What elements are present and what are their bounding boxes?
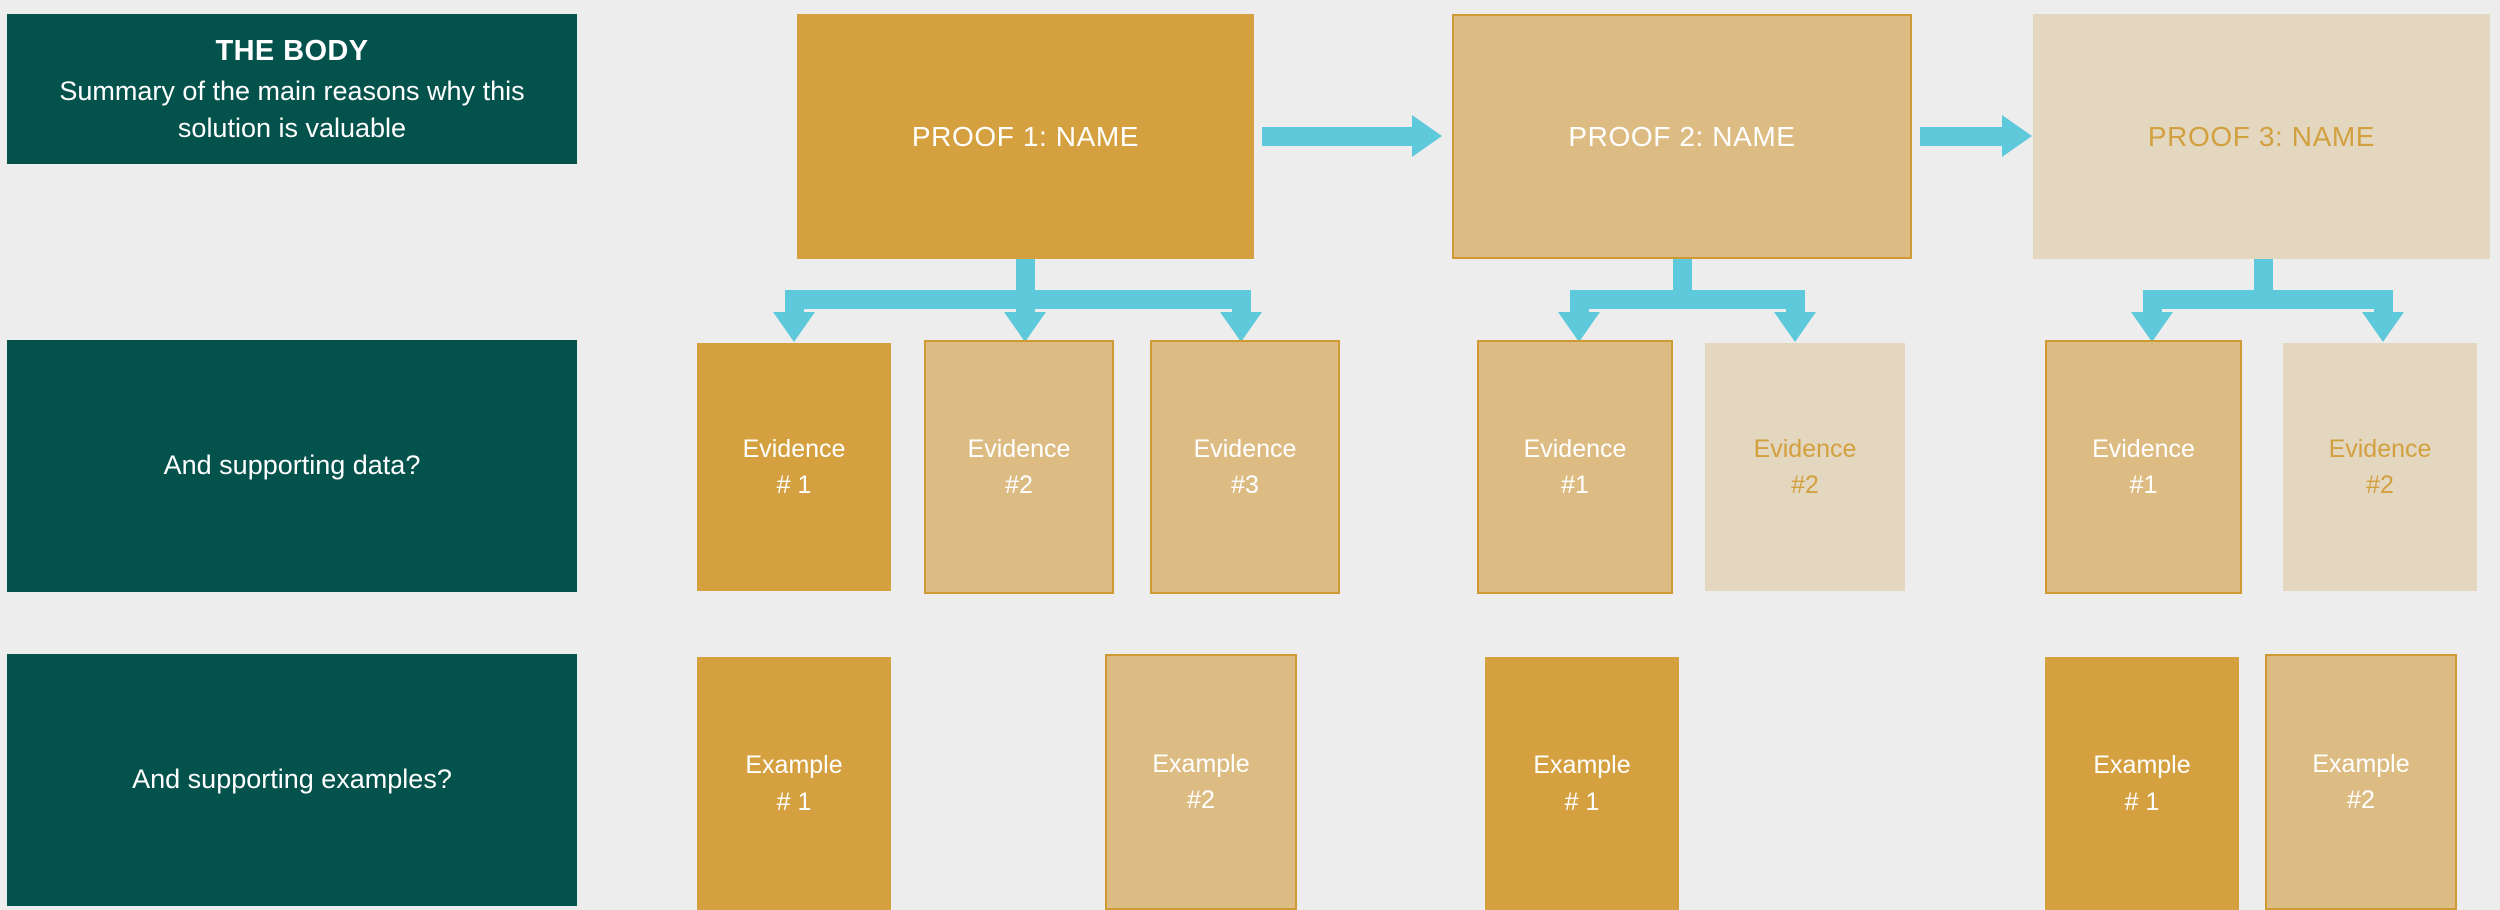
body-line-2: solution is valuable — [177, 113, 407, 143]
arrow-down-icon-3b — [2362, 312, 2404, 342]
row-label-examples-text: And supporting examples? — [106, 761, 478, 798]
evidence-p3-e1-line2: #1 — [2129, 471, 2158, 499]
example-card-p1-x2[interactable]: Example #2 — [1105, 654, 1297, 910]
example-p3-x2-line2: #2 — [2347, 786, 2375, 814]
evidence-p1-e2-line1: Evidence — [967, 434, 1071, 463]
branch-drop-1c — [1232, 290, 1251, 316]
evidence-card-p3-e2[interactable]: Evidence #2 — [2283, 343, 2477, 591]
example-p2-x1-text: Example # 1 — [1533, 747, 1630, 820]
evidence-p1-e2-line2: #2 — [1005, 471, 1033, 499]
evidence-p3-e2-text: Evidence #2 — [2329, 431, 2432, 504]
example-card-p2-x1[interactable]: Example # 1 — [1485, 657, 1679, 910]
branch-stem-1 — [1016, 259, 1035, 299]
evidence-p3-e2-line2: #2 — [2366, 471, 2394, 499]
evidence-p3-e1-text: Evidence #1 — [2092, 431, 2195, 504]
example-p1-x1-line2: # 1 — [776, 787, 812, 816]
evidence-p2-e1-text: Evidence #1 — [1524, 431, 1627, 504]
row-label-supporting-examples: And supporting examples? — [7, 654, 577, 906]
row-label-supporting-data: And supporting data? — [7, 340, 577, 592]
row-label-body-text: THE BODY Summary of the main reasons why… — [33, 31, 550, 148]
supporting-data-label: And supporting data? — [163, 450, 421, 481]
evidence-p1-e1-text: Evidence # 1 — [743, 431, 846, 504]
example-p3-x2-text: Example #2 — [2312, 746, 2409, 819]
evidence-card-p1-e3[interactable]: Evidence #3 — [1150, 340, 1340, 594]
row-label-body: THE BODY Summary of the main reasons why… — [7, 14, 577, 164]
branch-stem-2 — [1673, 259, 1692, 299]
branch-drop-2a — [1570, 290, 1589, 316]
branch-drop-2b — [1786, 290, 1805, 316]
branch-drop-3b — [2374, 290, 2393, 316]
example-p1-x2-line1: Example — [1152, 749, 1250, 778]
example-card-p3-x2[interactable]: Example #2 — [2265, 654, 2457, 910]
evidence-p1-e3-line1: Evidence — [1193, 434, 1297, 463]
example-p1-x2-text: Example #2 — [1152, 746, 1249, 819]
example-p1-x2-line2: #2 — [1187, 786, 1215, 814]
evidence-card-p1-e2[interactable]: Evidence #2 — [924, 340, 1114, 594]
evidence-p1-e2-text: Evidence #2 — [968, 431, 1071, 504]
proof-box-3[interactable]: PROOF 3: NAME — [2033, 14, 2490, 259]
evidence-p3-e2-line1: Evidence — [2328, 434, 2432, 463]
evidence-card-p3-e1[interactable]: Evidence #1 — [2045, 340, 2242, 594]
evidence-p2-e2-line1: Evidence — [1753, 434, 1857, 463]
flow-connector-2-3 — [1920, 127, 2002, 146]
proof-3-label: PROOF 3: NAME — [2147, 120, 2376, 152]
arrow-right-icon-1 — [1412, 115, 1442, 157]
evidence-p1-e3-text: Evidence #3 — [1194, 431, 1297, 504]
proof-1-label: PROOF 1: NAME — [911, 120, 1140, 152]
arrow-down-icon-3a — [2131, 312, 2173, 342]
example-p3-x2-line1: Example — [2312, 749, 2410, 778]
evidence-p1-e1-line2: # 1 — [776, 471, 812, 499]
example-card-p3-x1[interactable]: Example # 1 — [2045, 657, 2239, 910]
arrow-down-icon-1c — [1220, 312, 1262, 342]
evidence-p2-e2-line2: #2 — [1791, 471, 1819, 499]
evidence-p2-e1-line1: Evidence — [1523, 434, 1627, 463]
example-card-p1-x1[interactable]: Example # 1 — [697, 657, 891, 910]
arrow-down-icon-1b — [1004, 312, 1046, 342]
evidence-card-p1-e1[interactable]: Evidence # 1 — [697, 343, 891, 591]
arrow-down-icon-2b — [1774, 312, 1816, 342]
flow-connector-1-2 — [1262, 127, 1412, 146]
evidence-p1-e3-line2: #3 — [1231, 471, 1259, 499]
example-p1-x1-line1: Example — [745, 751, 843, 780]
example-p3-x1-line2: # 1 — [2124, 787, 2160, 816]
evidence-p3-e1-line1: Evidence — [2092, 434, 2195, 463]
evidence-card-p2-e2[interactable]: Evidence #2 — [1705, 343, 1905, 591]
arrow-down-icon-1a — [773, 312, 815, 342]
example-p1-x1-text: Example # 1 — [745, 747, 842, 820]
branch-stem-3 — [2254, 259, 2273, 299]
proof-2-label: PROOF 2: NAME — [1568, 120, 1796, 152]
evidence-card-p2-e1[interactable]: Evidence #1 — [1477, 340, 1673, 594]
branch-bar-3 — [2143, 290, 2393, 309]
proof-box-2[interactable]: PROOF 2: NAME — [1452, 14, 1912, 259]
body-title: THE BODY — [215, 34, 369, 67]
evidence-p2-e2-text: Evidence #2 — [1754, 431, 1857, 504]
branch-drop-3a — [2143, 290, 2162, 316]
supporting-examples-label: And supporting examples? — [132, 764, 452, 795]
branch-drop-1b — [1016, 290, 1035, 316]
example-p3-x1-line1: Example — [2093, 751, 2191, 780]
branch-drop-1a — [785, 290, 804, 316]
example-p2-x1-line1: Example — [1533, 751, 1631, 780]
example-p3-x1-text: Example # 1 — [2093, 747, 2190, 820]
body-line-1: Summary of the main reasons why this — [59, 75, 525, 106]
arrow-right-icon-2 — [2002, 115, 2032, 157]
evidence-p1-e1-line1: Evidence — [742, 434, 846, 463]
arrow-down-icon-2a — [1558, 312, 1600, 342]
evidence-p2-e1-line2: #1 — [1561, 471, 1589, 499]
row-label-data-text: And supporting data? — [138, 447, 447, 484]
branch-bar-2 — [1570, 290, 1805, 309]
example-p2-x1-line2: # 1 — [1564, 787, 1600, 816]
proof-box-1[interactable]: PROOF 1: NAME — [797, 14, 1254, 259]
